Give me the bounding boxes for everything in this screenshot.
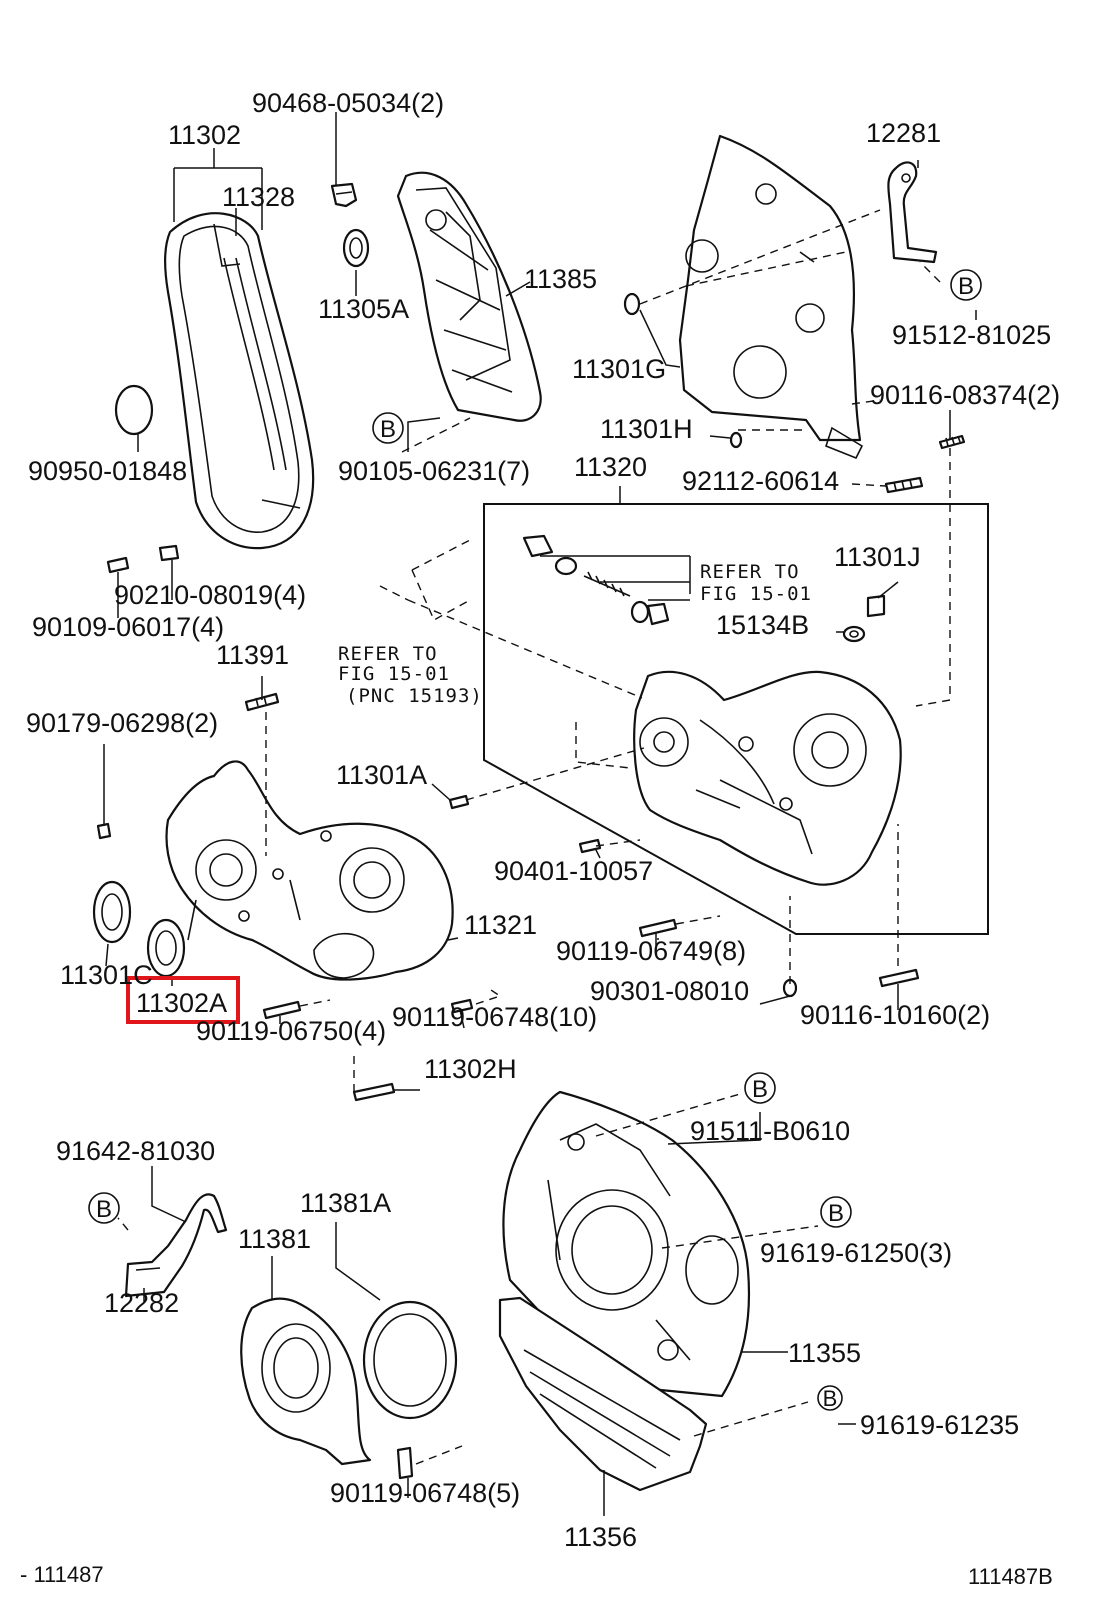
label-11302H: 11302H (424, 1054, 517, 1084)
clip-90468 (330, 182, 358, 208)
label-90119-06749: 90119-06749(8) (556, 936, 746, 966)
svg-text:B: B (823, 1386, 838, 1411)
refer-note-b-line2: FIG 15-01 (338, 663, 450, 685)
label-11302A: 11302A (136, 988, 227, 1018)
relief-valve-parts (522, 534, 670, 626)
timing-belt-cover-11302 (164, 212, 315, 550)
bolt-90210 (158, 544, 180, 562)
label-11381: 11381 (238, 1224, 311, 1254)
label-90119-06750: 90119-06750(4) (196, 1016, 386, 1046)
svg-text:B: B (752, 1076, 768, 1103)
stud-90116-10160 (878, 968, 920, 988)
label-11385: 11385 (524, 264, 597, 294)
marker-b-91619-61250: B (820, 1196, 852, 1228)
end-plate-11355 (502, 1090, 751, 1398)
marker-b-91512: B (950, 269, 982, 301)
refer-note-b-line1: REFER TO (338, 643, 438, 665)
label-11301G: 11301G (572, 354, 666, 384)
o-ring-15134B (842, 625, 866, 643)
marker-b-90105: B (372, 412, 404, 444)
label-11355: 11355 (788, 1338, 861, 1368)
stiffener-plate-11356 (498, 1296, 708, 1492)
plug-90950 (114, 384, 154, 436)
label-90301-08010: 90301-08010 (590, 976, 749, 1006)
pin-11391 (244, 692, 280, 712)
stud-90116-08374 (938, 434, 966, 450)
nut-90179 (96, 822, 112, 840)
bolt-90109 (106, 556, 130, 574)
marker-b-91642: B (88, 1192, 120, 1224)
seal-11305A (342, 228, 370, 268)
label-11320: 11320 (574, 452, 647, 482)
label-90116-08374: 90116-08374(2) (870, 380, 1060, 410)
stud-11302H (352, 1082, 396, 1102)
engine-hanger-12282 (124, 1193, 228, 1298)
svg-text:B: B (958, 273, 974, 300)
label-90109-06017: 90109-06017(4) (32, 612, 224, 642)
footer-left-code: - 111487 (20, 1562, 104, 1587)
refer-note-a-line1: REFER TO (700, 561, 800, 583)
label-11381A: 11381A (300, 1188, 391, 1218)
label-11356: 11356 (564, 1522, 637, 1552)
label-15134B: 15134B (716, 610, 809, 640)
engine-hanger-12281 (887, 161, 938, 264)
marker-b-91619-61235: B (817, 1385, 843, 1411)
stud-92112 (884, 476, 924, 494)
highlight-box (126, 976, 240, 1024)
label-11301C: 11301C (60, 960, 153, 990)
refer-note-b-line3: (PNC 15193) (346, 685, 483, 707)
label-12281: 12281 (866, 118, 941, 148)
washer-11301H (729, 431, 743, 449)
svg-text:B: B (96, 1196, 112, 1223)
label-91511-B0610: 91511-B0610 (690, 1116, 850, 1146)
label-11302: 11302 (168, 120, 241, 150)
label-91642-81030: 91642-81030 (56, 1136, 215, 1166)
label-90105-06231: 90105-06231(7) (338, 456, 530, 486)
label-11328: 11328 (222, 182, 295, 212)
plug-11301J (866, 594, 886, 618)
oil-seal-11381A (362, 1300, 458, 1420)
label-91619-61250: 91619-61250(3) (760, 1238, 952, 1268)
label-12282: 12282 (104, 1288, 179, 1318)
oil-pump-body (633, 670, 902, 886)
label-90119-06748-10: 90119-06748(10) (392, 1002, 597, 1032)
label-11321: 11321 (464, 910, 537, 940)
svg-text:B: B (380, 416, 396, 443)
seal-11301G (623, 292, 641, 316)
label-90116-10160: 90116-10160(2) (800, 1000, 990, 1030)
belt-cover-11385 (396, 171, 542, 422)
footer-right-code: 111487B (968, 1564, 1053, 1589)
bolt-90119-06750 (262, 1000, 302, 1020)
label-11301J: 11301J (834, 542, 921, 572)
label-92112-60614: 92112-60614 (682, 466, 839, 496)
timing-back-plate-upper (678, 134, 864, 460)
bolt-90119-06748-5 (396, 1446, 414, 1480)
label-90468-05034: 90468-05034(2) (252, 88, 444, 118)
label-11305A: 11305A (318, 294, 409, 324)
oil-seal-11302A (146, 918, 186, 978)
label-90401-10057: 90401-10057 (494, 856, 653, 886)
label-90950-01848: 90950-01848 (28, 456, 187, 486)
label-90210-08019: 90210-08019(4) (114, 580, 306, 610)
marker-b-91511: B (744, 1072, 776, 1104)
bolt-90119-06749 (638, 918, 678, 938)
label-91512-81025: 91512-81025 (892, 320, 1051, 350)
label-11301H: 11301H (600, 414, 693, 444)
bolt-90401 (578, 838, 602, 854)
svg-text:B: B (828, 1200, 844, 1227)
refer-note-a-line2: FIG 15-01 (700, 583, 812, 605)
bolt-90119-06748-10 (450, 998, 474, 1014)
timing-case-11321 (165, 760, 454, 981)
oil-seal-11301C (92, 880, 132, 944)
label-11391: 11391 (216, 640, 289, 670)
seal-retainer-11381 (240, 1297, 372, 1466)
label-91619-61235: 91619-61235 (860, 1410, 1019, 1440)
label-90119-06748-5: 90119-06748(5) (330, 1478, 520, 1508)
dowel-11301A (448, 794, 470, 810)
label-90179-06298: 90179-06298(2) (26, 708, 218, 738)
label-11301A: 11301A (336, 760, 427, 790)
